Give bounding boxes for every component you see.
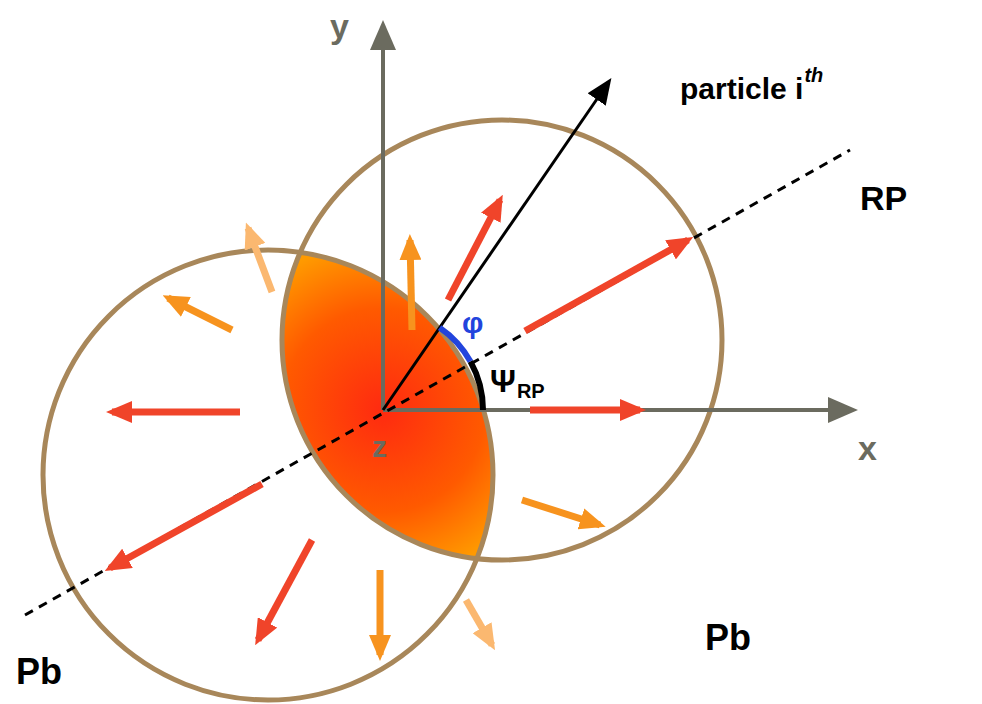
flow-arrows <box>110 200 688 655</box>
reaction-plane <box>25 150 850 615</box>
nucleus-label: Pb <box>705 618 751 658</box>
particle-label: particle i <box>680 72 803 105</box>
plane-label: RP <box>860 180 907 217</box>
axis-label: z <box>372 430 387 463</box>
particle-vector <box>383 83 608 410</box>
nucleus-label: Pb <box>16 652 62 692</box>
psi-angle-arc <box>470 361 483 410</box>
angle-label: Ψ <box>490 364 516 399</box>
x-axis <box>383 408 850 412</box>
subscript: RP <box>517 380 545 402</box>
y-axis <box>381 28 385 410</box>
superscript: th <box>804 64 823 86</box>
angle-label: φ <box>462 306 483 339</box>
overlap-region <box>43 250 493 700</box>
nucleus-outline <box>282 120 722 560</box>
axis-label: x <box>858 430 877 467</box>
axis-label: y <box>330 8 349 45</box>
nucleus-outline <box>43 250 493 700</box>
